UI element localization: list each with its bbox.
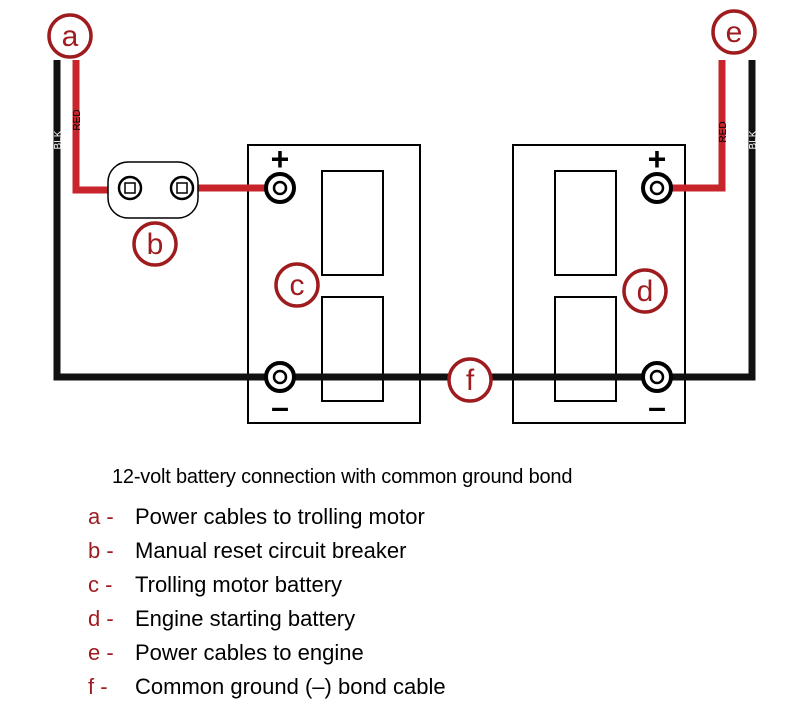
legend-description: Power cables to trolling motor xyxy=(135,504,425,529)
right-red-label: RED xyxy=(718,121,729,142)
legend-description: Power cables to engine xyxy=(135,640,364,665)
callout-d: d xyxy=(622,268,668,314)
legend-description: Manual reset circuit breaker xyxy=(135,538,407,563)
legend-list: a - Power cables to trolling motor b - M… xyxy=(88,500,446,704)
callout-b: b xyxy=(132,221,178,267)
right-red-cable xyxy=(660,60,726,192)
diagram-caption: 12-volt battery connection with common g… xyxy=(112,466,573,488)
legend-item-e: e - Power cables to engine xyxy=(88,636,446,670)
legend-item-f: f - Common ground (–) bond cable xyxy=(88,670,446,704)
battery-c-positive-terminal xyxy=(264,172,296,204)
battery-c-positive-sign: + xyxy=(271,141,290,177)
circuit-breaker xyxy=(107,161,199,219)
svg-text:b: b xyxy=(147,228,164,261)
wiring-diagram: + – + – BLK RED RED BLK a b c d e xyxy=(47,9,759,425)
legend-item-b: b - Manual reset circuit breaker xyxy=(88,534,446,568)
legend-letter: d - xyxy=(88,606,114,631)
right-blk-label: BLK xyxy=(748,130,759,149)
legend-letter: c - xyxy=(88,572,113,597)
battery-c-cell-top xyxy=(321,170,384,276)
left-blk-label: BLK xyxy=(53,130,64,149)
battery-d-cell-top xyxy=(554,170,617,276)
legend-item-d: d - Engine starting battery xyxy=(88,602,446,636)
battery-d-negative-terminal xyxy=(641,361,673,393)
battery-d-negative-sign: – xyxy=(648,389,666,425)
callout-c: c xyxy=(274,262,320,308)
legend-letter: b - xyxy=(88,538,114,563)
black-ground-cable xyxy=(53,60,756,381)
svg-text:a: a xyxy=(62,20,79,53)
legend-description: Common ground (–) bond cable xyxy=(135,674,446,699)
legend-description: Engine starting battery xyxy=(135,606,356,631)
svg-text:e: e xyxy=(726,16,743,49)
callout-f: f xyxy=(447,357,493,403)
legend-description: Trolling motor battery xyxy=(135,572,343,597)
breaker-stud-right-nut xyxy=(176,182,188,194)
legend-letter: e - xyxy=(88,640,114,665)
battery-d-positive-sign: + xyxy=(648,141,667,177)
battery-d-cell-bottom xyxy=(554,296,617,402)
battery-c-negative-sign: – xyxy=(271,389,289,425)
legend-item-c: c - Trolling motor battery xyxy=(88,568,446,602)
legend-letter: a - xyxy=(88,504,114,529)
legend-letter: f - xyxy=(88,674,108,699)
legend-item-a: a - Power cables to trolling motor xyxy=(88,500,446,534)
callout-a: a xyxy=(47,13,93,59)
battery-c-negative-terminal xyxy=(264,361,296,393)
svg-text:f: f xyxy=(466,364,475,397)
left-red-label: RED xyxy=(72,109,83,130)
callout-e: e xyxy=(711,9,757,55)
svg-text:c: c xyxy=(290,269,305,302)
battery-d-positive-terminal xyxy=(641,172,673,204)
battery-c-cell-bottom xyxy=(321,296,384,402)
svg-text:d: d xyxy=(637,275,654,308)
breaker-stud-left-nut xyxy=(124,182,136,194)
